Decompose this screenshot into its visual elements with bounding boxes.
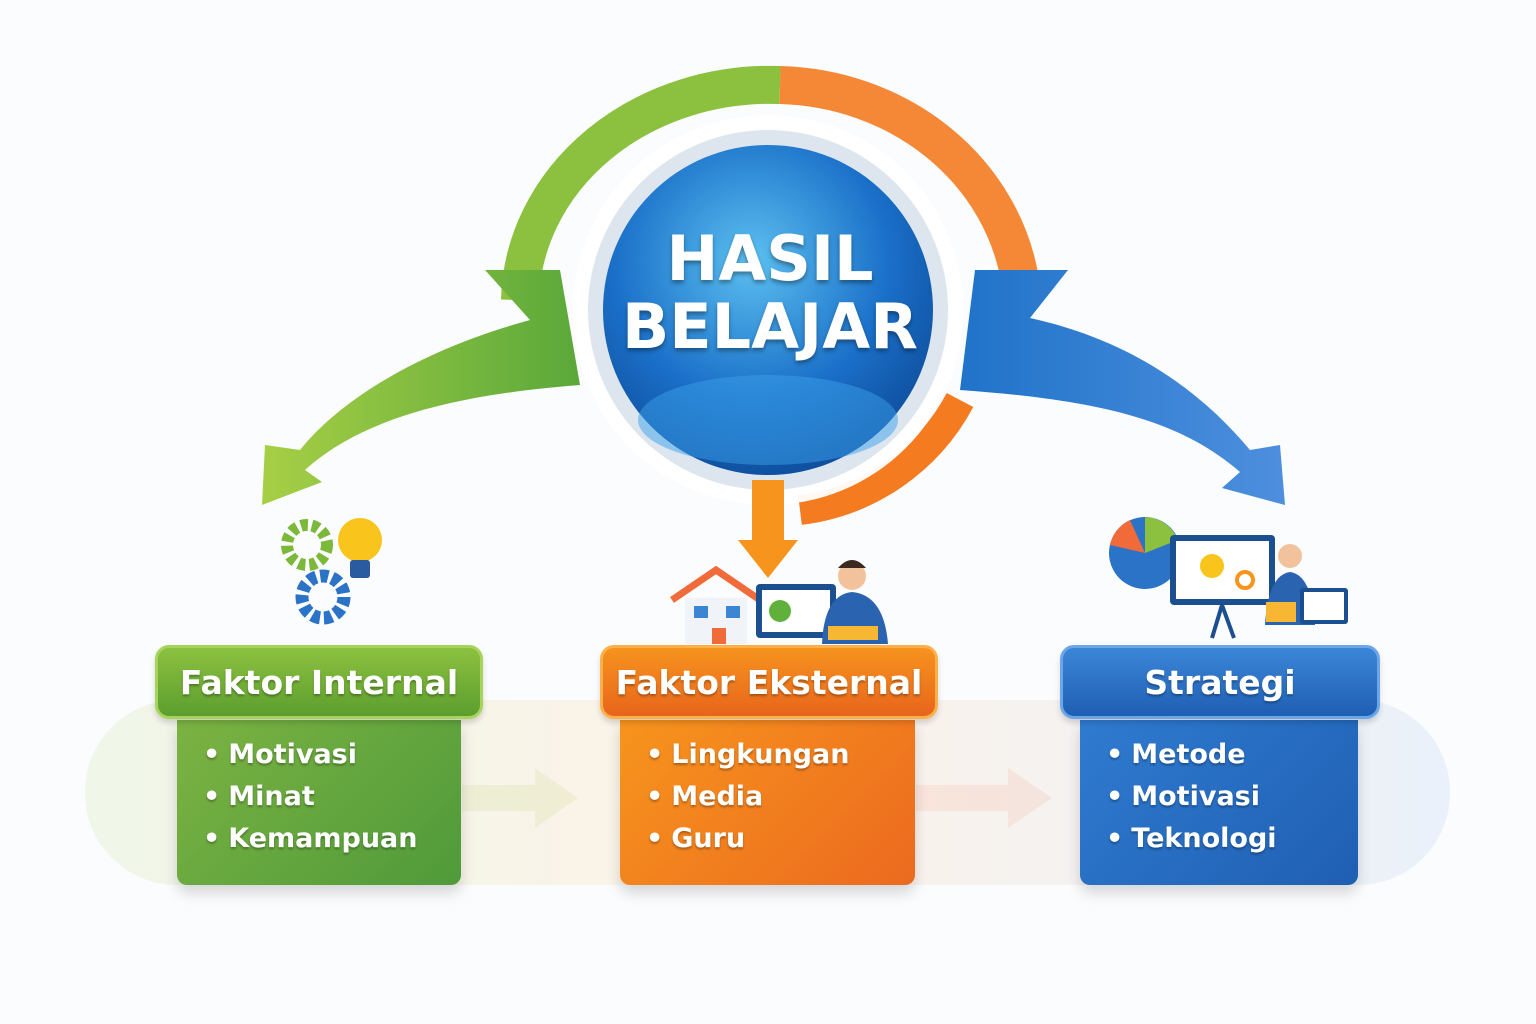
strategy-body: Metode Motivasi Teknologi <box>1080 720 1358 885</box>
green-arc <box>501 65 781 301</box>
presentation-chart-icon <box>1109 517 1348 639</box>
down-arrow <box>738 480 798 578</box>
internal-factor-header: Faktor Internal <box>155 645 483 719</box>
strategy-header: Strategi <box>1060 645 1380 719</box>
list-item: Minat <box>203 776 461 818</box>
external-factor-header: Faktor Eksternal <box>600 645 938 719</box>
list-item: Motivasi <box>1106 776 1358 818</box>
list-item: Lingkungan <box>646 734 915 776</box>
list-item: Teknologi <box>1106 818 1358 860</box>
list-item: Motivasi <box>203 734 461 776</box>
left-curved-arrow <box>262 270 580 505</box>
list-item: Media <box>646 776 915 818</box>
orange-arc <box>779 66 1039 284</box>
external-factor-body: Lingkungan Media Guru <box>620 720 915 885</box>
list-item: Kemampuan <box>203 818 461 860</box>
gears-lightbulb-icon <box>281 518 382 625</box>
house-teacher-icon <box>670 560 888 644</box>
center-title-line1: HASIL <box>666 222 874 295</box>
center-title-line2: BELAJAR <box>622 290 918 363</box>
right-curved-arrow <box>960 270 1285 505</box>
list-item: Guru <box>646 818 915 860</box>
list-item: Metode <box>1106 734 1358 776</box>
internal-factor-body: Motivasi Minat Kemampuan <box>177 720 461 885</box>
orange-lower-arc <box>797 392 974 525</box>
center-title: HASIL BELAJAR <box>600 225 940 361</box>
